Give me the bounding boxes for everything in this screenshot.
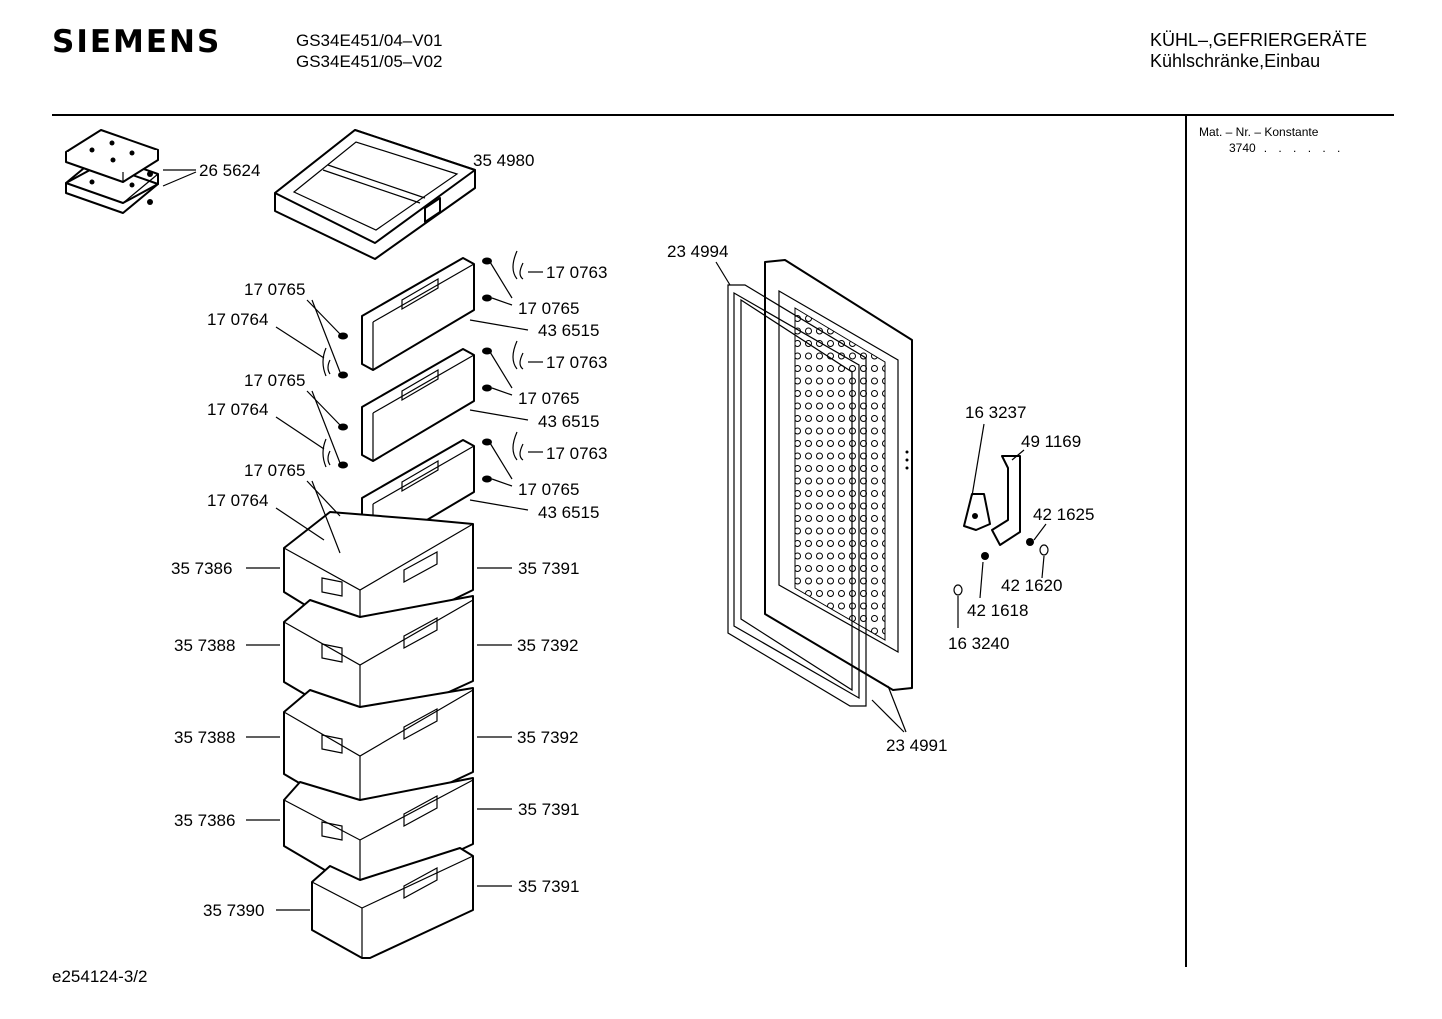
category-line-2: Kühlschränke,Einbau xyxy=(1150,51,1321,71)
part-label-357388-a: 35 7388 xyxy=(174,636,235,655)
leader-lines xyxy=(162,169,1047,911)
part-label-234991: 23 4991 xyxy=(886,736,947,755)
sidebar-rule xyxy=(1185,116,1187,967)
drawing-reference: e254124-3/2 xyxy=(52,967,148,986)
part-label-421618: 42 1618 xyxy=(967,601,1028,620)
part-label-436515-b: 43 6515 xyxy=(538,412,599,431)
part-label-163240: 16 3240 xyxy=(948,634,1009,653)
door-gasket xyxy=(727,284,867,707)
part-label-163237: 16 3237 xyxy=(965,403,1026,422)
part-label-170765-f: 17 0765 xyxy=(244,461,305,480)
part-label-170764-c: 17 0764 xyxy=(207,491,268,510)
model-number-2: GS34E451/05–V02 xyxy=(296,52,443,71)
part-label-421625: 42 1625 xyxy=(1033,505,1094,524)
glass-shelf xyxy=(274,129,476,260)
header-rule xyxy=(52,114,1394,116)
part-label-436515-a: 43 6515 xyxy=(538,321,599,340)
part-labels: 26 5624 35 4980 17 0763 17 0765 43 6515 … xyxy=(171,151,1094,920)
part-label-234994: 23 4994 xyxy=(667,242,728,261)
part-label-357386-a: 35 7386 xyxy=(171,559,232,578)
model-number-1: GS34E451/04–V01 xyxy=(296,31,443,50)
part-label-357388-b: 35 7388 xyxy=(174,728,235,747)
part-label-357391-c: 35 7391 xyxy=(518,877,579,896)
flap-2 xyxy=(361,348,475,462)
material-constant-value: 3740 xyxy=(1229,141,1256,155)
part-label-421620: 42 1620 xyxy=(1001,576,1062,595)
part-label-357391-b: 35 7391 xyxy=(518,800,579,819)
door-panel xyxy=(764,259,913,691)
model-numbers: GS34E451/04–V01 GS34E451/05–V02 xyxy=(296,30,443,72)
part-label-170763-b: 17 0763 xyxy=(546,353,607,372)
part-label-170763-a: 17 0763 xyxy=(546,263,607,282)
part-label-170763-c: 17 0763 xyxy=(546,444,607,463)
siemens-logo: SIEMENS xyxy=(52,24,222,60)
material-constant-title: Mat. – Nr. – Konstante xyxy=(1199,125,1319,139)
part-label-436515-c: 43 6515 xyxy=(538,503,599,522)
part-label-170765-e: 17 0765 xyxy=(244,371,305,390)
part-label-265624: 26 5624 xyxy=(199,161,260,180)
part-label-170764-b: 17 0764 xyxy=(207,400,268,419)
category-line-1: KÜHL–,GEFRIERGERÄTE xyxy=(1150,30,1368,50)
part-label-357390: 35 7390 xyxy=(203,901,264,920)
part-label-170764-a: 17 0764 xyxy=(207,310,268,329)
flap-1 xyxy=(361,257,475,371)
part-label-491169: 49 1169 xyxy=(1021,432,1081,451)
part-label-357391-a: 35 7391 xyxy=(518,559,579,578)
part-label-357392-b: 35 7392 xyxy=(517,728,578,747)
appliance-category: KÜHL–,GEFRIERGERÄTE Kühlschränke,Einbau xyxy=(1150,30,1367,72)
material-constant-dots: . . . . . . xyxy=(1263,141,1345,155)
part-label-170765-a: 17 0765 xyxy=(518,299,579,318)
part-label-357392-a: 35 7392 xyxy=(517,636,578,655)
ice-pack-upper xyxy=(65,129,159,214)
material-constant-row: 3740 . . . . . . xyxy=(1229,141,1344,155)
drawer-5 xyxy=(311,847,474,959)
part-label-170765-c: 17 0765 xyxy=(518,480,579,499)
part-label-357386-b: 35 7386 xyxy=(174,811,235,830)
door-bracket xyxy=(953,455,1049,596)
part-label-170765-b: 17 0765 xyxy=(518,389,579,408)
part-label-354980: 35 4980 xyxy=(473,151,534,170)
part-label-170765-d: 17 0765 xyxy=(244,280,305,299)
